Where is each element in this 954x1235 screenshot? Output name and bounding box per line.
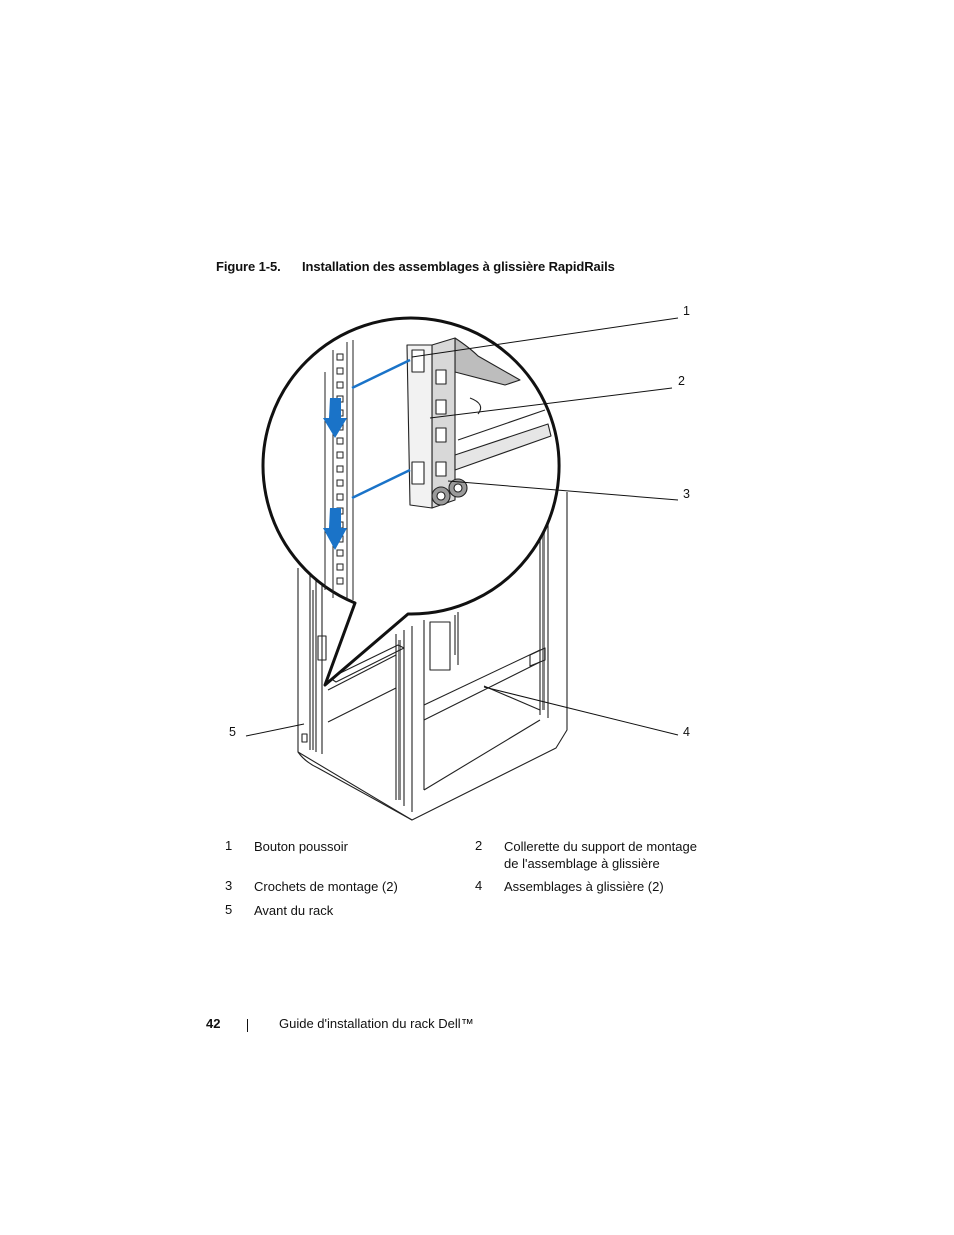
legend-text: Assemblages à glissière (2) [504, 879, 664, 894]
page-number: 42 [206, 1016, 221, 1031]
rack-holes [312, 530, 545, 800]
footer-separator [247, 1019, 248, 1032]
figure-title: Installation des assemblages à glissière… [302, 259, 615, 274]
legend-num: 1 [225, 838, 233, 853]
callout-2: 2 [678, 374, 685, 388]
callout-1: 1 [683, 304, 690, 318]
callout-5: 5 [229, 725, 236, 739]
legend-row: 5 Avant du rack [225, 902, 705, 926]
legend-num: 5 [225, 902, 233, 917]
rack-cabinet [297, 492, 568, 821]
legend-num: 2 [475, 838, 483, 853]
legend-text: Crochets de montage (2) [254, 879, 398, 894]
post-detail [324, 340, 354, 600]
guide-lines [351, 358, 411, 500]
legend-row: 1 Bouton poussoir 2 Collerette du suppor… [225, 838, 705, 878]
figure-caption: Figure 1-5. Installation des assemblages … [216, 259, 615, 274]
down-arrows [323, 398, 347, 550]
legend-text: Collerette du support de montage de l'as… [504, 839, 697, 871]
figure-number: Figure 1-5. [216, 259, 281, 274]
figure-legend: 1 Bouton poussoir 2 Collerette du suppor… [225, 838, 705, 926]
legend-text: Avant du rack [254, 903, 334, 918]
document-title: Guide d'installation du rack Dell™ [279, 1016, 474, 1031]
callout-4: 4 [683, 725, 690, 739]
legend-row: 3 Crochets de montage (2) 4 Assemblages … [225, 878, 705, 902]
rail-bracket [406, 337, 552, 509]
callout-3: 3 [683, 487, 690, 501]
legend-num: 3 [225, 878, 233, 893]
leader-lines [245, 317, 679, 737]
legend-text: Bouton poussoir [254, 839, 348, 854]
legend-num: 4 [475, 878, 483, 893]
